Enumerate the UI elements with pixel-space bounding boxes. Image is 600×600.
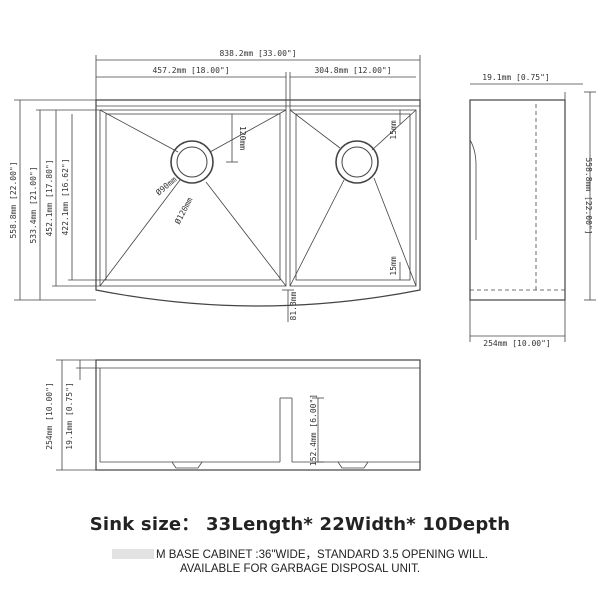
front-height-label: 254mm [10.00"] [45, 382, 54, 449]
top-view [14, 55, 421, 322]
corner-bottom-label: 15mm [389, 256, 398, 275]
overall-depth-label: 558.8mm [22.00"] [9, 161, 18, 238]
front-view [56, 359, 421, 471]
inner-depth-label: 533.4mm [21.00"] [29, 166, 38, 243]
side-height-label: 254mm [10.00"] [483, 339, 550, 348]
top-view-outline [95, 99, 421, 307]
large-drain-inner [176, 146, 208, 178]
cabinet-note-line-1: M BASE CABINET :36"WIDE，STANDARD 3.5 OPE… [0, 546, 600, 562]
rim-height-label: 19.1mm [0.75"] [482, 73, 549, 82]
drain-outer-label: Ø120mm [172, 195, 194, 225]
small-bowl-width-label: 304.8mm [12.00"] [314, 66, 391, 75]
sink-size-caption: Sink size： 33Length* 22Width* 10Depth [89, 514, 511, 535]
redacted-text-block [111, 549, 154, 559]
front-rim-label: 19.1mm [0.75"] [65, 382, 74, 449]
overall-width-label: 838.2mm [33.00"] [219, 49, 296, 58]
large-bowl-depth-label: 452.1mm [17.80"] [45, 159, 54, 236]
side-view-outline [469, 99, 566, 301]
cabinet-note-line-2: AVAILABLE FOR GARBAGE DISPOSAL UNIT. [179, 563, 421, 575]
small-drain-inner [341, 146, 373, 178]
divider-height-label: 152.4mm [6.00"] [309, 394, 318, 466]
front-view-outline [95, 359, 421, 471]
drain-inner-label: Ø90mm [154, 174, 179, 197]
drain-offset-label: 120mm [238, 126, 247, 150]
small-bowl [289, 109, 417, 287]
apron-curve-label: 81.3mm [289, 291, 298, 320]
side-view [469, 83, 596, 342]
large-bowl-width-label: 457.2mm [18.00"] [152, 66, 229, 75]
large-bowl [99, 109, 287, 287]
small-drain-outer [335, 140, 379, 184]
side-depth-label: 558.8mm [22.00"] [584, 157, 593, 234]
large-drain-outer [170, 140, 214, 184]
cabinet-note-text: M BASE CABINET :36"WIDE，STANDARD 3.5 OPE… [155, 549, 489, 561]
bowl-depth-label: 422.1mm [16.62"] [61, 158, 70, 235]
corner-top-label: 15mm [389, 120, 398, 139]
